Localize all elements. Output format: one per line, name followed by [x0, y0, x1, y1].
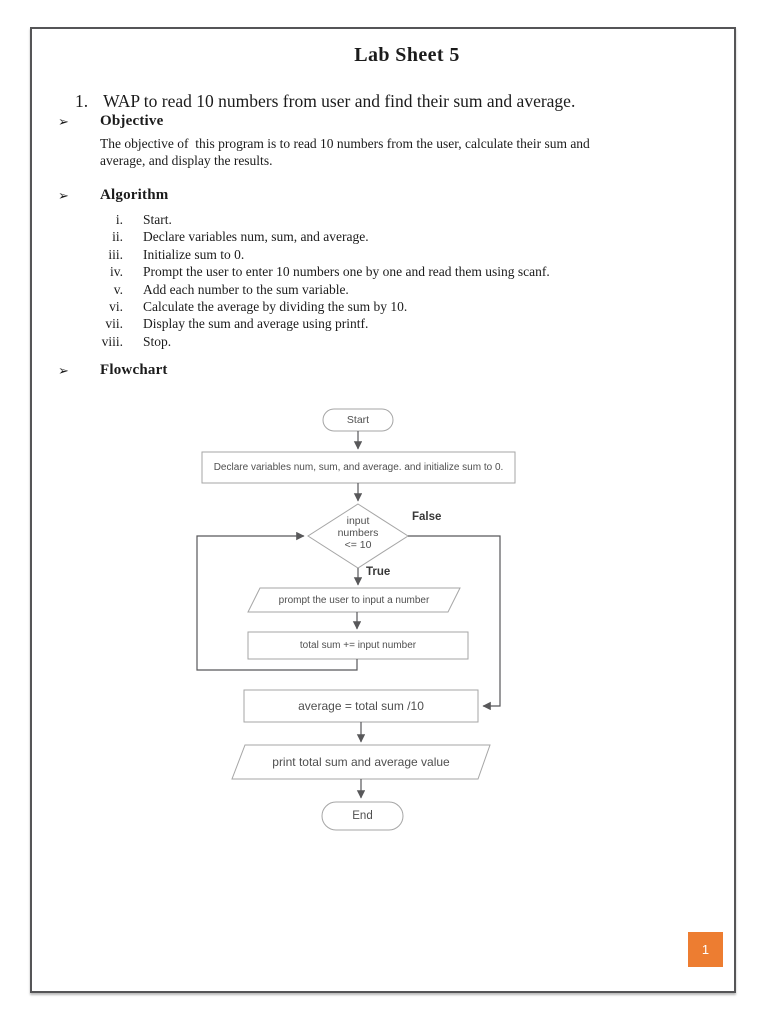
algorithm-step: ii. Declare variables num, sum, and avera…	[80, 228, 550, 245]
accumulate-process-shape	[247, 631, 469, 660]
step-numeral: vii.	[105, 316, 123, 332]
decision-label-line2: numbers	[337, 527, 379, 539]
step-text: Display the sum and average using printf…	[143, 316, 369, 332]
decision-label-line1: input	[346, 515, 370, 527]
true-branch-label: True	[366, 566, 391, 578]
print-io-shape	[231, 744, 491, 780]
step-text: Start.	[143, 212, 172, 227]
prompt-io-shape	[247, 587, 461, 613]
algorithm-step: viii. Stop.	[80, 333, 550, 350]
algorithm-step-list: i. Start. ii. Declare variables num, sum, …	[80, 211, 550, 350]
end-terminator-label: End	[352, 810, 373, 822]
flowchart-bullet-icon: ➢	[58, 364, 69, 379]
step-numeral: viii.	[101, 333, 123, 349]
print-io-label: print total sum and average value	[272, 755, 450, 769]
step-text: Initialize sum to 0.	[143, 246, 245, 262]
step-numeral: iv.	[110, 264, 123, 280]
step-text: Add each number to the sum variable.	[143, 281, 349, 297]
declare-process-label: Declare variables num, sum, and average.…	[213, 462, 504, 473]
flow-arrow-false-average	[408, 535, 501, 711]
end-terminator-shape	[321, 801, 404, 831]
algorithm-step: vii. Display the sum and average using pr…	[80, 315, 550, 332]
document-page-border	[30, 27, 736, 993]
algorithm-step: i. Start.	[80, 211, 550, 228]
question-text: WAP to read 10 numbers from user and fin…	[103, 91, 576, 111]
accumulate-process-label: total sum += input number	[299, 640, 417, 651]
step-text: Stop.	[143, 333, 172, 349]
step-numeral: ii.	[112, 229, 123, 245]
page-number: 1	[701, 942, 710, 957]
algorithm-step: iv. Prompt the user to enter 10 numbers o…	[80, 263, 550, 280]
objective-bullet-icon: ➢	[58, 115, 69, 130]
step-numeral: i.	[115, 212, 123, 227]
step-text: Calculate the average by dividing the su…	[143, 298, 408, 314]
step-numeral: vi.	[109, 298, 123, 314]
page-title: Lab Sheet 5	[354, 44, 460, 66]
question-line: 1. WAP to read 10 numbers from user and f…	[75, 91, 575, 112]
prompt-io-label: prompt the user to input a number	[278, 594, 430, 606]
flowchart-heading: Flowchart	[100, 362, 168, 378]
objective-heading: Objective	[100, 113, 164, 129]
start-terminator-label: Start	[346, 414, 370, 426]
algorithm-step: iii. Initialize sum to 0.	[80, 246, 550, 263]
step-numeral: iii.	[108, 246, 123, 262]
step-text: Declare variables num, sum, and average.	[143, 229, 369, 245]
algorithm-heading: Algorithm	[100, 187, 169, 203]
question-number: 1.	[75, 91, 89, 111]
algorithm-bullet-icon: ➢	[58, 189, 69, 204]
page-number-badge: 1	[688, 932, 723, 967]
objective-body-line: average, and display the results.	[100, 153, 273, 168]
step-text: Prompt the user to enter 10 numbers one …	[143, 264, 550, 280]
algorithm-step: v. Add each number to the sum variable.	[80, 281, 550, 298]
algorithm-step: vi. Calculate the average by dividing the…	[80, 298, 550, 315]
declare-process-shape	[201, 451, 516, 484]
objective-body-line: The objective of this program is to read…	[100, 136, 590, 151]
decision-label-line3: <= 10	[344, 539, 372, 551]
flow-loop-back-arrow	[196, 531, 358, 671]
false-branch-label: False	[412, 511, 442, 523]
average-process-label: average = total sum /10	[298, 699, 424, 713]
step-numeral: v.	[113, 281, 123, 297]
